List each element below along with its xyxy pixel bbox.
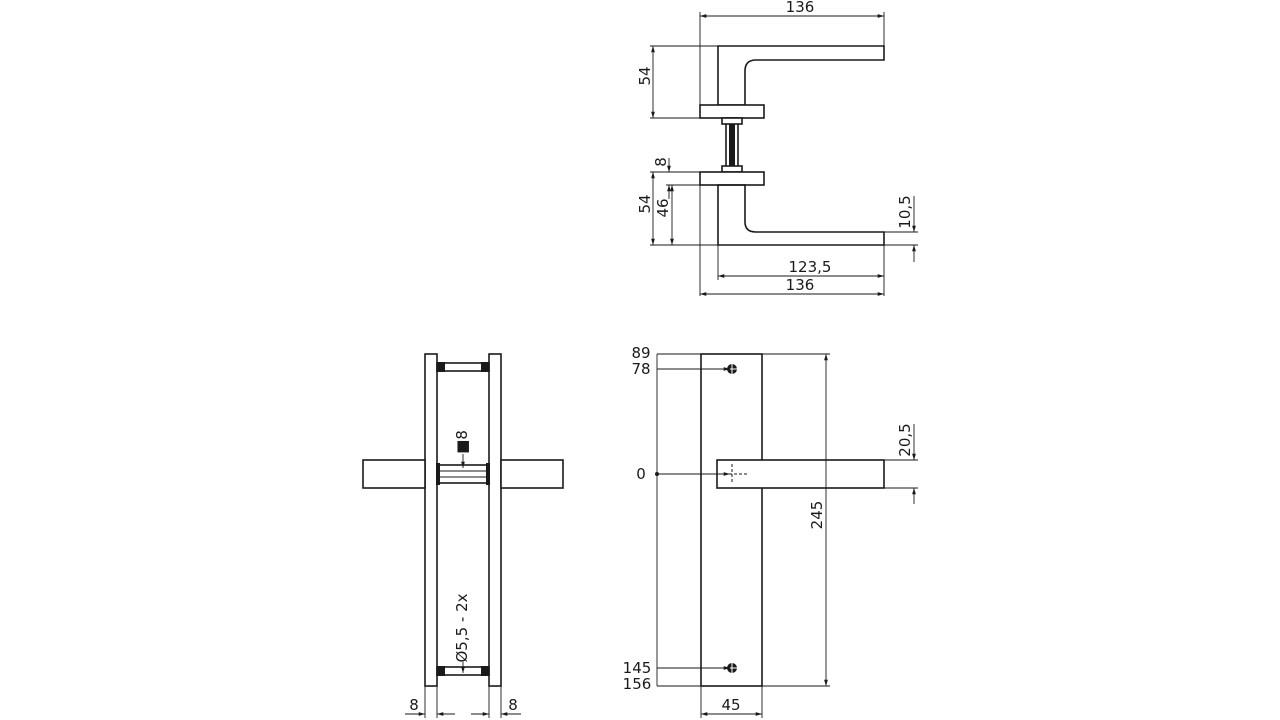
- top-view: 136 54 8 54 46 10,5 123,5 136: [636, 0, 918, 296]
- dim-plate-right: 8: [508, 696, 518, 714]
- dim-lever-inner-height: 46: [654, 198, 672, 217]
- dim-lever-height-top: 54: [636, 66, 654, 85]
- front-view: 89 78 0 145 156 45 20,5 245: [623, 344, 918, 718]
- dim-top-screw: 78: [631, 360, 650, 378]
- dim-axis: 0: [636, 465, 646, 483]
- right-lever: [500, 459, 564, 489]
- dim-bottom-screw: 145: [623, 659, 652, 677]
- spindle-collar-top: [721, 117, 743, 125]
- upper-rose: [699, 104, 765, 119]
- dim-plate-length: 245: [808, 501, 826, 530]
- top-bolt: [436, 362, 490, 372]
- dim-width-top: 136: [786, 0, 815, 16]
- upper-lever: [717, 45, 885, 106]
- spindle-core: [729, 120, 735, 170]
- dim-grip-thickness: 10,5: [896, 195, 914, 228]
- front-lever: [716, 459, 885, 489]
- dim-lever-height-bottom: 54: [636, 194, 654, 213]
- dim-handle-thickness: 20,5: [896, 423, 914, 456]
- spindle-collar-bottom: [721, 165, 743, 173]
- dim-spindle: ■8: [453, 430, 471, 454]
- left-plate: [424, 353, 438, 687]
- dim-plate-width: 45: [721, 696, 740, 714]
- left-lever: [362, 459, 426, 489]
- back-plate: [700, 353, 763, 687]
- right-plate: [488, 353, 502, 687]
- side-view: ■8 Ø5,5 - 2x 8 8: [362, 353, 564, 718]
- dim-screw: Ø5,5 - 2x: [453, 593, 471, 662]
- top-screw: [727, 364, 737, 374]
- dim-bottom-edge: 156: [623, 675, 652, 693]
- dim-top-edge: 89: [631, 344, 650, 362]
- lower-rose: [699, 171, 765, 186]
- dim-rose-thickness: 8: [652, 157, 670, 167]
- dim-width-bottom: 136: [786, 276, 815, 294]
- dim-plate-left: 8: [409, 696, 419, 714]
- dim-grip-length: 123,5: [789, 258, 832, 276]
- lower-lever: [717, 184, 885, 246]
